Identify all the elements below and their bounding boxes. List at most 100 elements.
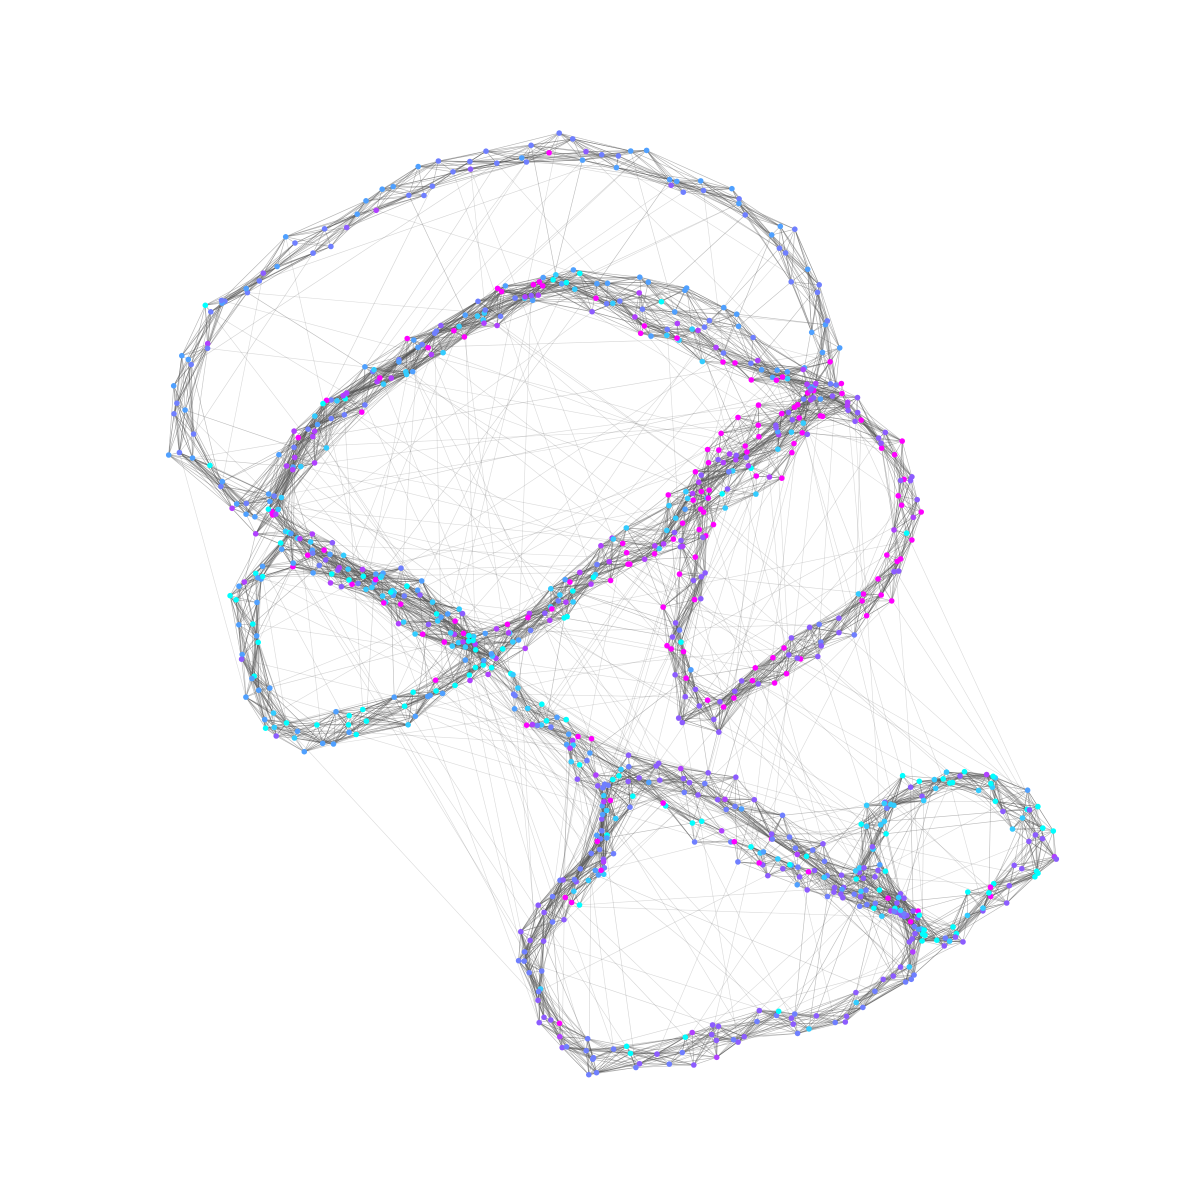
graph-edge xyxy=(343,377,392,396)
graph-edge xyxy=(496,157,522,164)
graph-edge xyxy=(648,281,724,308)
graph-edge xyxy=(294,436,314,458)
graph-edge xyxy=(464,301,479,316)
graph-edge xyxy=(346,366,366,394)
graph-edge xyxy=(326,411,363,449)
graph-edge xyxy=(505,277,544,287)
graph-edge xyxy=(709,320,739,327)
graph-edge xyxy=(814,347,840,387)
graph-edge xyxy=(549,152,602,155)
graph-edge xyxy=(314,411,363,464)
graph-edge xyxy=(281,465,287,498)
graph-edge xyxy=(811,332,823,353)
graph-edge xyxy=(312,228,325,254)
graph-edge xyxy=(465,309,486,316)
graph-edge xyxy=(639,276,687,289)
graph-edge xyxy=(671,511,922,650)
edges-layer xyxy=(168,132,1057,1075)
graph-edge xyxy=(345,371,373,399)
graph-edge xyxy=(207,292,248,349)
graph-edge xyxy=(406,336,465,375)
graph-edge xyxy=(364,366,406,373)
graph-edge xyxy=(173,311,212,386)
graph-edge xyxy=(345,339,414,399)
graph-edge xyxy=(785,252,812,333)
graph-edge xyxy=(276,228,325,267)
graph-edge xyxy=(281,457,295,498)
graph-edge xyxy=(207,311,212,344)
graph-edge xyxy=(331,371,413,419)
graph-edge xyxy=(346,369,375,394)
graph-edge xyxy=(418,166,454,173)
graph-edge xyxy=(207,301,226,344)
graph-edge xyxy=(268,462,315,510)
graph-edge xyxy=(281,436,314,498)
graph-edge xyxy=(780,226,820,285)
graph-edge xyxy=(247,273,264,293)
graph-edge xyxy=(259,252,314,282)
graph-edge xyxy=(477,285,506,302)
graph-edge xyxy=(408,161,527,196)
graph-edge xyxy=(285,228,325,238)
graph-edge xyxy=(307,399,332,430)
graph-edge xyxy=(324,200,367,230)
graph-edge xyxy=(173,413,222,487)
graph-edge xyxy=(477,277,544,302)
graph-edge xyxy=(417,337,754,348)
graph-edge xyxy=(168,385,174,456)
graph-edge xyxy=(286,415,316,467)
graph-edge xyxy=(779,226,781,249)
graph-edge xyxy=(676,181,740,204)
graph-edge xyxy=(184,409,211,466)
graph-edge xyxy=(382,168,471,190)
graph-edge xyxy=(573,269,649,283)
graph-edge xyxy=(286,431,315,467)
graph-edge xyxy=(723,307,752,364)
graph-edge xyxy=(224,288,247,302)
graph-edge xyxy=(207,292,248,344)
graph-edge xyxy=(452,161,527,173)
graph-edge xyxy=(618,155,672,186)
graph-edge xyxy=(176,403,193,459)
graph-edge xyxy=(738,326,804,400)
graph-edge xyxy=(686,287,737,315)
graph-edge xyxy=(703,190,795,230)
graph-edge xyxy=(750,363,788,373)
graph-edge xyxy=(245,242,296,289)
graph-edge xyxy=(771,234,820,286)
graph-edge xyxy=(281,497,286,532)
graph-edge xyxy=(582,155,619,161)
graph-edge xyxy=(224,280,260,302)
graph-edge xyxy=(255,466,302,534)
graph-edge xyxy=(559,132,631,152)
graph-edge xyxy=(422,316,501,345)
graph-edge xyxy=(779,248,792,282)
graph-edge xyxy=(346,377,380,394)
graph-edge xyxy=(246,454,280,504)
graph-edge xyxy=(669,179,746,216)
graph-edge xyxy=(607,283,643,310)
graph-edge xyxy=(780,226,786,253)
graph-edge xyxy=(181,301,226,356)
graph-edge xyxy=(285,213,358,238)
graph-edge xyxy=(391,354,432,379)
graph-edge xyxy=(756,1021,810,1030)
graph-edge xyxy=(548,132,560,153)
graph-edge xyxy=(326,369,375,401)
graph-edge xyxy=(500,300,533,317)
graph-edge xyxy=(738,198,781,227)
graph-edge xyxy=(601,154,670,180)
graph-edge xyxy=(312,369,375,437)
graph-edge xyxy=(286,437,299,467)
graph-edge xyxy=(312,411,362,437)
graph-edge xyxy=(277,462,315,510)
graph-edge xyxy=(271,497,282,512)
graph-edge xyxy=(192,457,237,505)
graph-edge xyxy=(168,454,193,459)
graph-edge xyxy=(428,336,465,348)
graph-edge xyxy=(465,297,516,316)
graph-edge xyxy=(530,145,550,154)
graph-edge xyxy=(582,150,631,161)
graph-edge xyxy=(772,347,840,378)
